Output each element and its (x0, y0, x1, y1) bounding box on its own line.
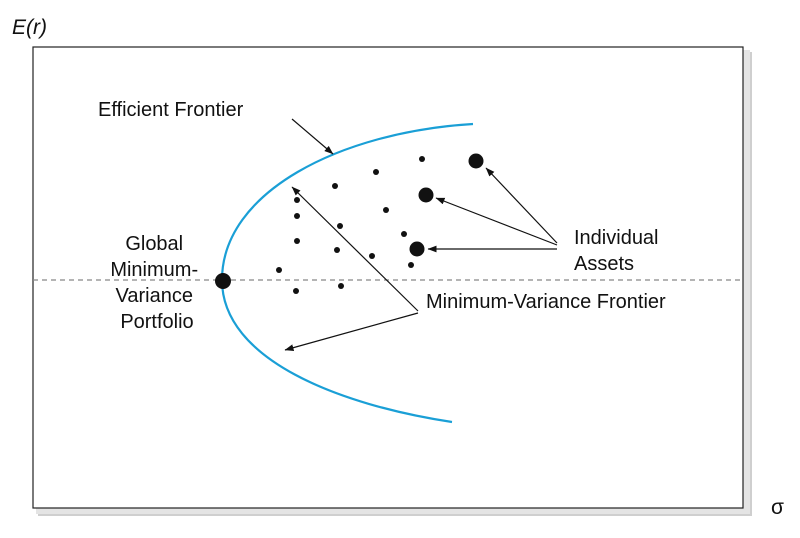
gmv-portfolio-point (215, 273, 231, 289)
plot-frame (32, 46, 744, 509)
asset-dot (408, 262, 414, 268)
efficient-frontier-arrow (291, 118, 334, 155)
minimum-variance-frontier-label: Minimum-Variance Frontier (426, 291, 666, 313)
asset-dot (383, 207, 389, 213)
asset-dot (294, 238, 300, 244)
individual-assets-label: Individual Assets (574, 227, 664, 275)
individual-assets-arrow-2 (435, 197, 558, 246)
gmv-label-line-1: Global (125, 233, 183, 255)
min-variance-frontier-arrow-lower (284, 312, 419, 352)
asset-dot (334, 247, 340, 253)
asset-dot (294, 197, 300, 203)
asset-dot (332, 183, 338, 189)
individual-asset-large (418, 187, 434, 203)
asset-dot (293, 288, 299, 294)
individual-assets-arrow-1 (485, 167, 558, 244)
gmv-label-line-3: Variance (115, 285, 192, 307)
individual-assets-label-line-2: Assets (574, 253, 634, 275)
gmv-label-line-4: Portfolio (120, 311, 193, 333)
x-axis-label: σ (771, 496, 784, 519)
individual-asset-dots (276, 153, 484, 294)
asset-dot (337, 223, 343, 229)
gmv-label-line-2: Minimum- (110, 259, 198, 281)
individual-asset-large (409, 241, 425, 257)
gmv-label: Global Minimum- Variance Portfolio (110, 233, 203, 333)
asset-dot (401, 231, 407, 237)
asset-dot (419, 156, 425, 162)
efficient-frontier-label: Efficient Frontier (98, 99, 244, 121)
annotation-arrows (284, 118, 558, 352)
asset-dot (338, 283, 344, 289)
individual-assets-label-line-1: Individual (574, 227, 659, 249)
asset-dot (369, 253, 375, 259)
asset-dot (276, 267, 282, 273)
min-variance-frontier-arrow-upper (291, 186, 419, 312)
asset-dot (294, 213, 300, 219)
individual-asset-large (468, 153, 484, 169)
y-axis-label: E(r) (12, 16, 47, 39)
asset-dot (373, 169, 379, 175)
